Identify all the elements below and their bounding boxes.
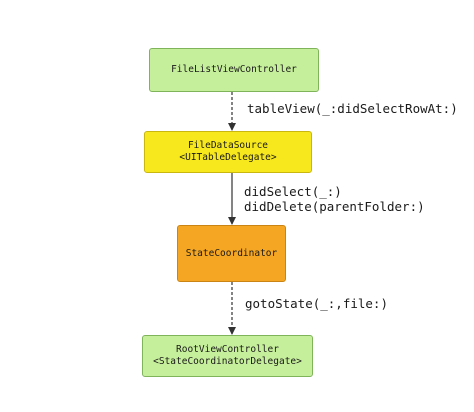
edge-label-line: didDelete(parentFolder:) <box>244 199 425 214</box>
node-label-line: FileDataSource <box>187 140 269 151</box>
edge-label-line: didSelect(_:) <box>244 184 342 199</box>
edge-label-line: gotoState(_:,file:) <box>245 296 388 311</box>
node-label-line: <StateCoordinatorDelegate> <box>153 356 302 367</box>
node-label-line: StateCoordinator <box>185 247 278 259</box>
node-label-line: RootViewController <box>176 344 279 355</box>
node-label-line: FileListViewController <box>171 64 297 75</box>
node-root-view-controller: RootViewController <StateCoordinatorDele… <box>142 335 313 377</box>
node-file-list-view-controller: FileListViewController <box>149 48 319 92</box>
edge-label-line: tableView(_:didSelectRowAt:) <box>247 101 458 116</box>
node-state-coordinator: StateCoordinator <box>177 225 286 282</box>
edge-label-did-select-did-delete: didSelect(_:) didDelete(parentFolder:) <box>244 184 425 214</box>
node-file-data-source: FileDataSource <UITableDelegate> <box>144 131 312 173</box>
edge-label-table-view-did-select: tableView(_:didSelectRowAt:) <box>247 101 458 116</box>
edge-label-goto-state: gotoState(_:,file:) <box>245 296 388 311</box>
node-label-line: <UITableDelegate> <box>179 152 277 163</box>
